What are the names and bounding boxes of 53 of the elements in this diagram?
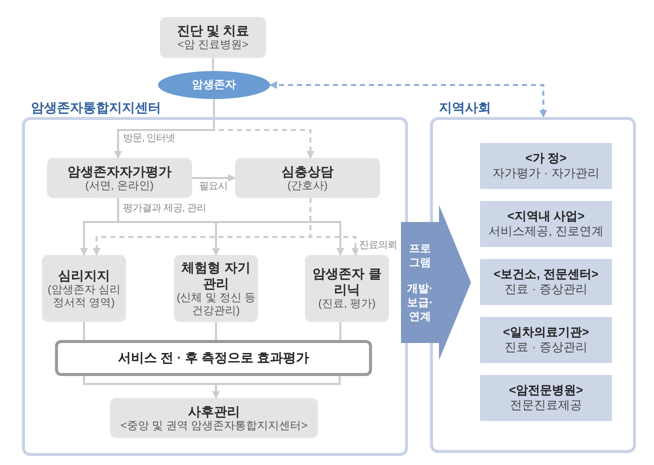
box-subtitle: 전문진료제공	[510, 398, 582, 413]
box-title: 사후관리	[188, 404, 240, 420]
box-subtitle: (진료, 평가)	[318, 298, 376, 311]
box-subtitle: (신체 및 정신 등 건강관리)	[176, 292, 256, 318]
box-subtitle: 자가평가 · 자가관리	[492, 166, 600, 181]
box-title: 심리지지	[58, 268, 110, 284]
box-title: 서비스 전 · 후 측정으로 효과평가	[118, 349, 310, 368]
edge-label: 진료의뢰	[358, 240, 398, 252]
process-box	[174, 255, 258, 322]
process-box	[55, 340, 372, 376]
process-box	[480, 201, 612, 247]
process-box	[42, 255, 126, 322]
edge-label: 방문, 인터넷	[122, 133, 176, 145]
box-title: 암생존자자가평가	[68, 164, 172, 180]
box-subtitle: (서면, 온라인)	[85, 180, 154, 192]
panel-heading: 암생존자통합지지센터	[31, 100, 161, 116]
box-title: <암전문병원>	[508, 383, 583, 398]
connector-arrow	[213, 99, 314, 159]
process-box	[160, 17, 266, 58]
box-title: <가 정>	[525, 151, 567, 166]
connector-arrow	[83, 375, 341, 399]
process-box	[47, 158, 192, 198]
box-subtitle: <중앙 및 권역 암생존자통합지지센터>	[120, 420, 308, 432]
box-subtitle: 진료 · 증상관리	[504, 282, 588, 297]
process-box	[235, 158, 380, 198]
edge-label: 필요시	[198, 181, 228, 193]
connector-arrow	[309, 198, 360, 256]
process-box	[480, 317, 612, 363]
panel-heading: 지역사회	[439, 100, 491, 116]
box-title: <지역내 사업>	[507, 209, 585, 224]
box-title: 진단 및 치료	[176, 23, 250, 39]
arrow-label: 프로그램	[408, 242, 432, 270]
edge-label: 평가결과 제공, 관리	[122, 203, 207, 215]
connector-arrow	[192, 174, 236, 182]
box-title: 암생존자 클리닉	[312, 266, 382, 298]
process-box	[305, 255, 389, 322]
oval-label: 암생존자	[192, 78, 236, 93]
box-title: <일차의료기관>	[502, 325, 589, 340]
box-title: 심층상담	[282, 164, 334, 180]
box-subtitle: (암생존자 심리정서적 영역)	[46, 284, 122, 310]
box-subtitle: <암 진료병원>	[178, 39, 248, 52]
box-subtitle: 서비스제공, 진로연계	[488, 224, 604, 239]
box-title: <보건소, 전문센터>	[494, 267, 598, 282]
process-box	[110, 398, 318, 438]
box-subtitle: (간호사)	[287, 180, 328, 192]
connector-arrow	[269, 81, 548, 118]
process-box	[480, 143, 612, 189]
connector-arrow	[117, 198, 344, 256]
arrow-label: 개발·보급·연계	[406, 282, 434, 324]
process-box	[480, 259, 612, 305]
box-title: 체험형 자기관리	[180, 260, 252, 292]
box-subtitle: 진료 · 증상관리	[504, 340, 588, 355]
process-box	[480, 375, 612, 421]
